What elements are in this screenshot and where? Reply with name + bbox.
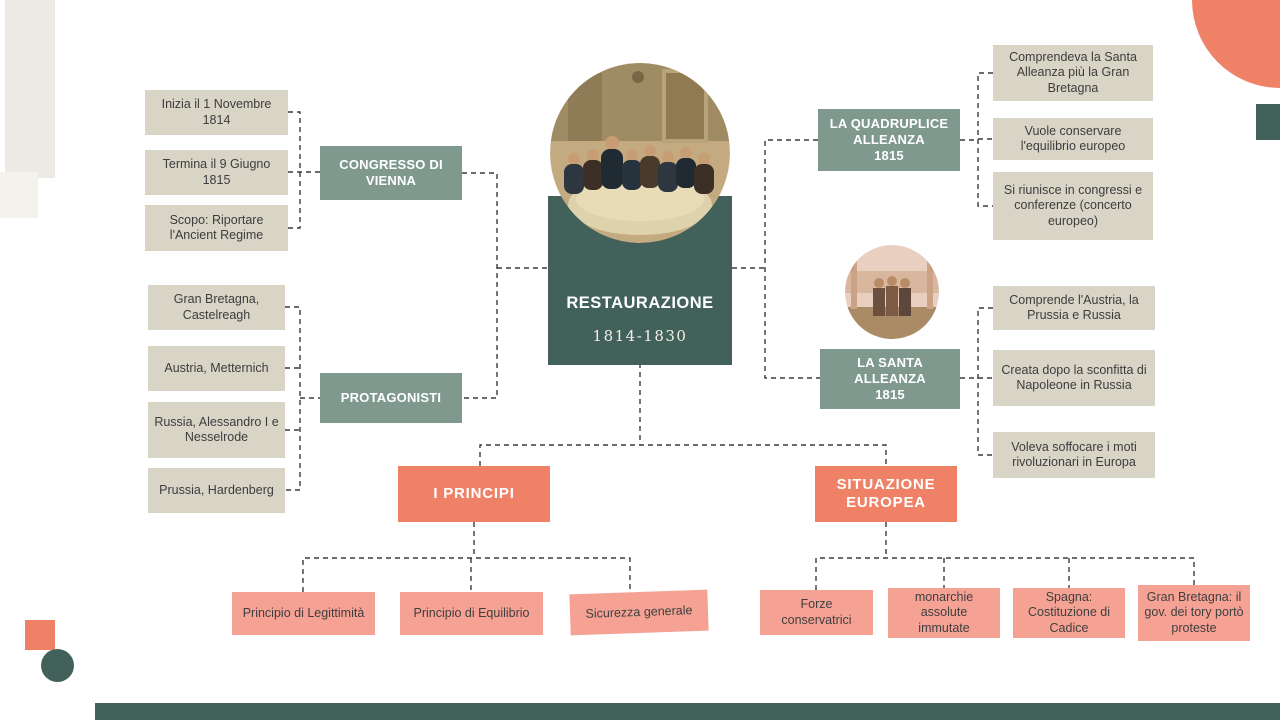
restaurazione-title: RESTAURAZIONE bbox=[566, 294, 714, 312]
quadruplice-alleanza-node: LA QUADRUPLICE ALLEANZA 1815 bbox=[818, 109, 960, 171]
fact-text: Comprende l'Austria, la Prussia e Russia bbox=[1009, 292, 1139, 322]
node-label: PROTAGONISTI bbox=[340, 390, 442, 406]
bottom-left-square-decoration bbox=[25, 620, 55, 650]
fact-text: Scopo: Riportare l'Ancient Regime bbox=[169, 212, 264, 242]
congresso-di-vienna-node: CONGRESSO DI VIENNA bbox=[320, 146, 462, 200]
principi-item-3: Sicurezza generale bbox=[569, 589, 709, 636]
situazione-item-4: Gran Bretagna: il gov. dei tory portò pr… bbox=[1138, 585, 1250, 641]
congress-of-vienna-image bbox=[550, 63, 730, 243]
connector bbox=[285, 306, 301, 491]
item-text: Spagna: Costituzione di Cadice bbox=[1028, 590, 1110, 635]
item-text: monarchie assolute immutate bbox=[914, 590, 974, 635]
protagonisti-fact-4: Prussia, Hardenberg bbox=[148, 468, 285, 513]
node-label: LA SANTA ALLEANZA bbox=[854, 355, 926, 387]
connector bbox=[288, 111, 301, 229]
item-text: Gran Bretagna: il gov. dei tory portò pr… bbox=[1144, 590, 1244, 635]
situazione-item-3: Spagna: Costituzione di Cadice bbox=[1013, 588, 1125, 638]
connector bbox=[815, 557, 1195, 590]
restaurazione-dates: 1814-1830 bbox=[592, 327, 688, 345]
node-label: CONGRESSO DI VIENNA bbox=[339, 157, 443, 188]
quadruplice-fact-1: Comprendeva la Santa Alleanza più la Gra… bbox=[993, 45, 1153, 101]
fact-text: Vuole conservare l'equilibrio europeo bbox=[1020, 123, 1126, 153]
right-edge-square-decoration bbox=[1256, 104, 1280, 140]
item-text: Forze conservatrici bbox=[781, 597, 852, 627]
connector bbox=[764, 139, 820, 379]
santa-fact-3: Voleva soffocare i moti rivoluzionari in… bbox=[993, 432, 1155, 478]
principi-item-2: Principio di Equilibrio bbox=[400, 592, 543, 635]
connector bbox=[462, 172, 498, 399]
principi-item-1: Principio di Legittimità bbox=[232, 592, 375, 635]
node-year: 1815 bbox=[874, 147, 904, 163]
congresso-fact-1: Inizia il 1 Novembre 1814 bbox=[145, 90, 288, 135]
protagonisti-node: PROTAGONISTI bbox=[320, 373, 462, 423]
situazione-item-2: monarchie assolute immutate bbox=[888, 588, 1000, 638]
protagonisti-fact-2: Austria, Metternich bbox=[148, 346, 285, 391]
connector bbox=[479, 444, 887, 466]
fact-text: Prussia, Hardenberg bbox=[159, 482, 274, 497]
fact-text: Russia, Alessandro I e Nesselrode bbox=[154, 414, 279, 444]
fact-text: Comprendeva la Santa Alleanza più la Gra… bbox=[1009, 50, 1137, 95]
node-label: I PRINCIPI bbox=[433, 484, 515, 502]
fact-text: Si riunisce in congressi e conferenze (c… bbox=[1003, 183, 1143, 228]
quadruplice-fact-3: Si riunisce in congressi e conferenze (c… bbox=[993, 172, 1153, 240]
fact-text: Gran Bretagna, Castelreagh bbox=[173, 292, 260, 322]
santa-alleanza-node: LA SANTA ALLEANZA 1815 bbox=[820, 349, 960, 409]
node-year: 1815 bbox=[875, 386, 905, 402]
fact-text: Voleva soffocare i moti rivoluzionari in… bbox=[1011, 439, 1137, 469]
fact-text: Inizia il 1 Novembre 1814 bbox=[161, 97, 272, 127]
node-label: LA QUADRUPLICE ALLEANZA bbox=[829, 116, 949, 148]
fact-text: Creata dopo la sconfitta di Napoleone in… bbox=[1001, 362, 1147, 392]
congresso-fact-3: Scopo: Riportare l'Ancient Regime bbox=[145, 205, 288, 251]
restaurazione-node: RESTAURAZIONE 1814-1830 bbox=[548, 196, 732, 365]
protagonisti-fact-3: Russia, Alessandro I e Nesselrode bbox=[148, 402, 285, 458]
i-principi-node: I PRINCIPI bbox=[398, 466, 550, 522]
left-strip-decoration-2 bbox=[0, 172, 38, 218]
situazione-europea-node: SITUAZIONE EUROPEA bbox=[815, 466, 957, 522]
situazione-item-1: Forze conservatrici bbox=[760, 590, 873, 635]
item-text: Sicurezza generale bbox=[585, 603, 693, 621]
connector bbox=[977, 307, 993, 456]
bottom-left-circle-decoration bbox=[41, 649, 74, 682]
holy-alliance-image bbox=[845, 245, 939, 339]
fact-text: Termina il 9 Giugno 1815 bbox=[162, 157, 271, 187]
quadruplice-fact-2: Vuole conservare l'equilibrio europeo bbox=[993, 118, 1153, 160]
protagonisti-fact-1: Gran Bretagna, Castelreagh bbox=[148, 285, 285, 330]
fact-text: Austria, Metternich bbox=[164, 360, 269, 375]
left-strip-decoration bbox=[5, 0, 55, 178]
item-text: Principio di Legittimità bbox=[242, 605, 365, 620]
connector bbox=[302, 557, 631, 592]
item-text: Principio di Equilibrio bbox=[413, 605, 530, 620]
bottom-bar-decoration bbox=[95, 703, 1280, 720]
congresso-fact-2: Termina il 9 Giugno 1815 bbox=[145, 150, 288, 195]
santa-fact-2: Creata dopo la sconfitta di Napoleone in… bbox=[993, 350, 1155, 406]
santa-fact-1: Comprende l'Austria, la Prussia e Russia bbox=[993, 286, 1155, 330]
node-label: SITUAZIONE EUROPEA bbox=[836, 475, 936, 511]
